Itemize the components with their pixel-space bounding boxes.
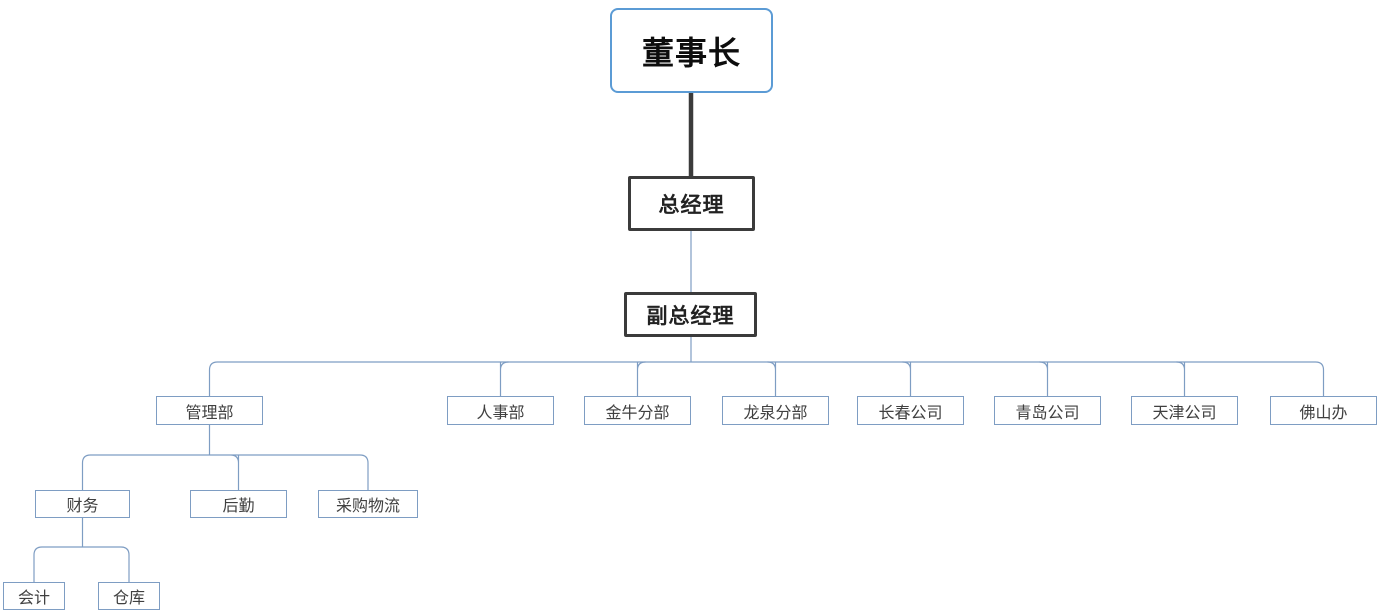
node-general-manager[interactable]: 总经理 <box>628 176 755 231</box>
node-company-qingdao[interactable]: 青岛公司 <box>994 396 1101 425</box>
node-branch-longquan[interactable]: 龙泉分部 <box>722 396 829 425</box>
node-chairman[interactable]: 董事长 <box>610 8 773 93</box>
connector-finance-rail <box>33 546 130 582</box>
node-procurement-logistics[interactable]: 采购物流 <box>318 490 418 518</box>
node-branch-jinniu[interactable]: 金牛分部 <box>584 396 691 425</box>
connector-departments-rail <box>208 361 1325 396</box>
node-dept-management[interactable]: 管理部 <box>156 396 263 425</box>
node-office-foshan[interactable]: 佛山办 <box>1270 396 1377 425</box>
connector-department-drops <box>499 361 1186 396</box>
connector-management-rail <box>81 454 369 490</box>
node-deputy-general-manager[interactable]: 副总经理 <box>624 292 757 337</box>
node-accounting[interactable]: 会计 <box>3 582 65 610</box>
node-warehouse[interactable]: 仓库 <box>98 582 160 610</box>
node-logistics[interactable]: 后勤 <box>190 490 287 518</box>
node-finance[interactable]: 财务 <box>35 490 130 518</box>
node-company-tianjin[interactable]: 天津公司 <box>1131 396 1238 425</box>
node-company-changchun[interactable]: 长春公司 <box>857 396 964 425</box>
node-dept-hr[interactable]: 人事部 <box>447 396 554 425</box>
